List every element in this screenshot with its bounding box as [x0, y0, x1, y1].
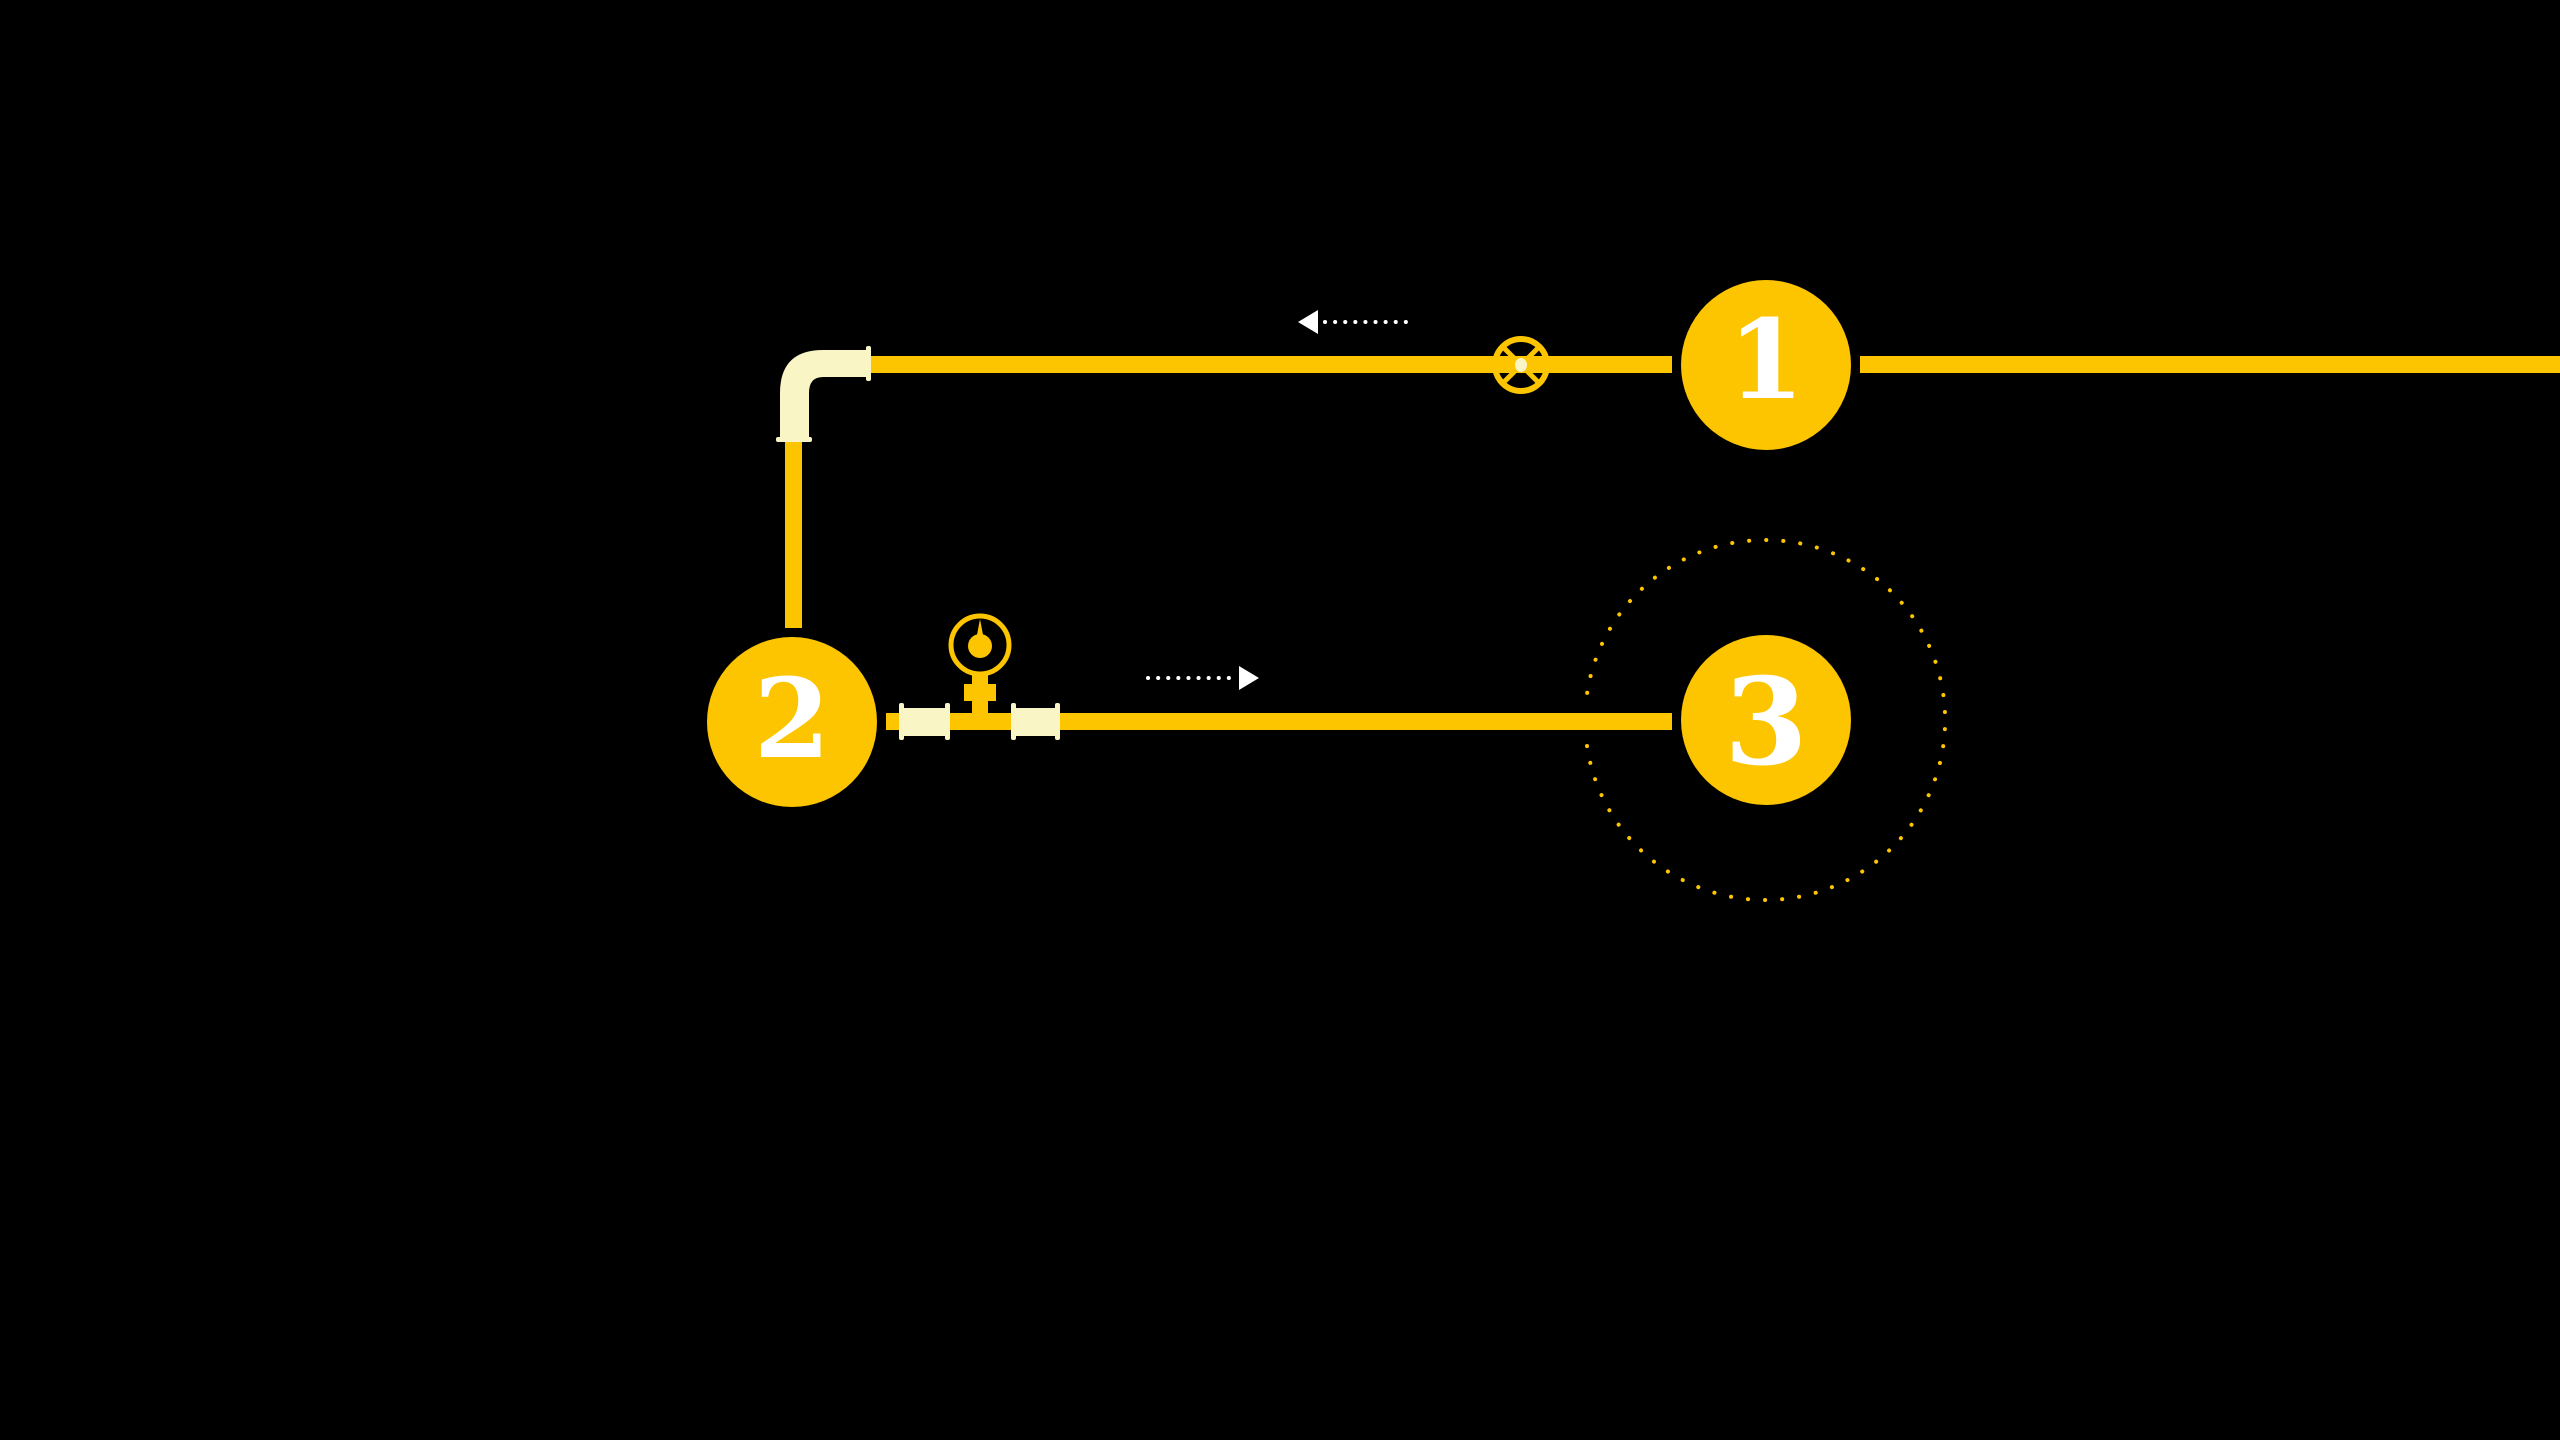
- pipe-coupling-icon: [899, 703, 950, 740]
- node-2[interactable]: 2: [707, 637, 877, 807]
- flow-arrow-right-icon: [1146, 666, 1259, 690]
- node-3[interactable]: 3: [1681, 635, 1851, 805]
- valve-wheel-icon: [1492, 336, 1550, 394]
- node-2-label: 2: [754, 654, 831, 783]
- elbow-fitting-icon: [776, 346, 871, 442]
- bottom-pipe: [886, 713, 1672, 730]
- top-pipe-right-segment: [1860, 356, 2560, 373]
- top-pipe-left-segment: [869, 356, 1672, 373]
- flow-arrow-left-icon: [1298, 310, 1412, 334]
- vertical-pipe: [785, 442, 802, 628]
- node-1-label: 1: [1728, 295, 1805, 424]
- node-1[interactable]: 1: [1681, 280, 1851, 450]
- node-3-label: 3: [1724, 652, 1808, 793]
- pipe-coupling-icon: [1011, 703, 1060, 740]
- node-3-highlight-ring: [1585, 538, 1948, 902]
- pressure-gauge-icon: [948, 613, 1012, 715]
